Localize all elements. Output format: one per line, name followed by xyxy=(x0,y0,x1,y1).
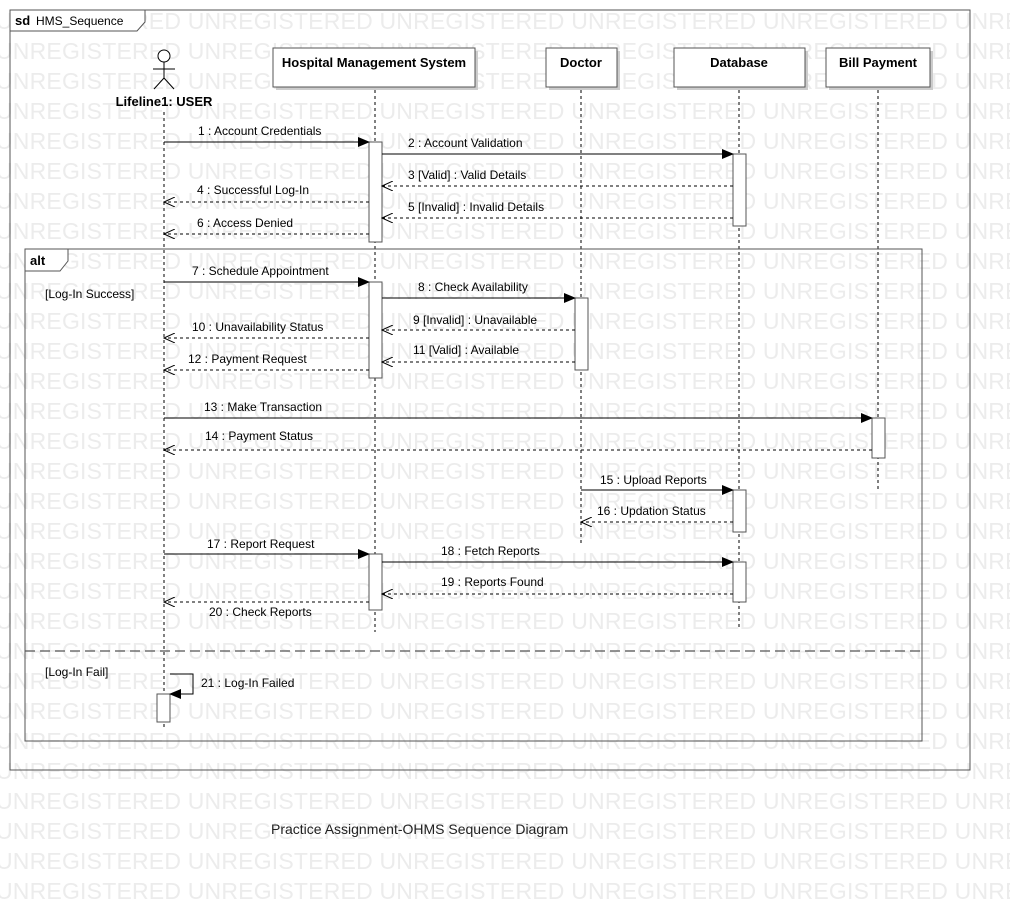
lifeline-doctor-head: Doctor xyxy=(545,47,620,90)
message-1-label: 1 : Account Credentials xyxy=(198,124,321,138)
message-20-label: 20 : Check Reports xyxy=(209,605,312,619)
activation-user-1 xyxy=(156,693,171,723)
alt-operator: alt xyxy=(30,253,46,268)
message-21-label: 21 : Log-In Failed xyxy=(201,676,294,690)
activation-hms-2 xyxy=(368,281,383,379)
message-16-label: 16 : Updation Status xyxy=(597,504,706,518)
activation-database-3 xyxy=(732,561,747,603)
message-11-label: 11 [Valid] : Available xyxy=(413,343,519,357)
message-9-label: 9 [Invalid] : Unavailable xyxy=(413,313,537,327)
activation-bill-1 xyxy=(871,417,886,459)
alt-fragment: alt [Log-In Success] [Log-In Fail] xyxy=(24,248,923,742)
diagram-caption: Practice Assignment-OHMS Sequence Diagra… xyxy=(271,821,569,837)
guard-login-success: [Log-In Success] xyxy=(45,287,134,301)
lifeline-bill-head: Bill Payment xyxy=(825,47,933,90)
message-5-label: 5 [Invalid] : Invalid Details xyxy=(408,200,544,214)
message-14-label: 14 : Payment Status xyxy=(205,429,313,443)
message-7-label: 7 : Schedule Appointment xyxy=(192,264,329,278)
lifeline-doctor-label: Doctor xyxy=(560,55,602,70)
message-17-label: 17 : Report Request xyxy=(207,537,315,551)
lifeline-database-head: Database xyxy=(673,47,808,90)
message-3-label: 3 [Valid] : Valid Details xyxy=(408,168,526,182)
message-13-label: 13 : Make Transaction xyxy=(204,400,322,414)
message-21-self-arrow xyxy=(169,673,194,699)
actor-stick-figure-icon xyxy=(153,49,175,90)
frame-tag: sd xyxy=(15,13,30,28)
message-19-label: 19 : Reports Found xyxy=(441,575,544,589)
guard-login-fail: [Log-In Fail] xyxy=(45,665,108,679)
message-8-label: 8 : Check Availability xyxy=(418,280,528,294)
activation-hms-3 xyxy=(368,553,383,611)
lifeline-hms-label: Hospital Management System xyxy=(282,55,466,70)
message-10-label: 10 : Unavailability Status xyxy=(192,320,323,334)
message-12-label: 12 : Payment Request xyxy=(188,352,307,366)
actor-user: Lifeline1: USER xyxy=(116,49,213,109)
message-18-label: 18 : Fetch Reports xyxy=(441,544,540,558)
message-2-label: 2 : Account Validation xyxy=(408,136,523,150)
actor-label: Lifeline1: USER xyxy=(116,94,213,109)
lifeline-bill-label: Bill Payment xyxy=(839,55,918,70)
lifeline-database-label: Database xyxy=(710,55,768,70)
activation-doctor-1 xyxy=(574,297,589,371)
activation-hms-1 xyxy=(368,141,383,243)
activation-database-1 xyxy=(732,153,747,227)
message-6-label: 6 : Access Denied xyxy=(197,216,293,230)
message-15-label: 15 : Upload Reports xyxy=(600,473,707,487)
lifeline-hms-head: Hospital Management System xyxy=(272,47,478,90)
activation-database-2 xyxy=(732,489,747,533)
sd-frame: sd HMS_Sequence xyxy=(9,9,971,771)
frame-name: HMS_Sequence xyxy=(36,14,124,28)
message-4-label: 4 : Successful Log-In xyxy=(197,183,309,197)
